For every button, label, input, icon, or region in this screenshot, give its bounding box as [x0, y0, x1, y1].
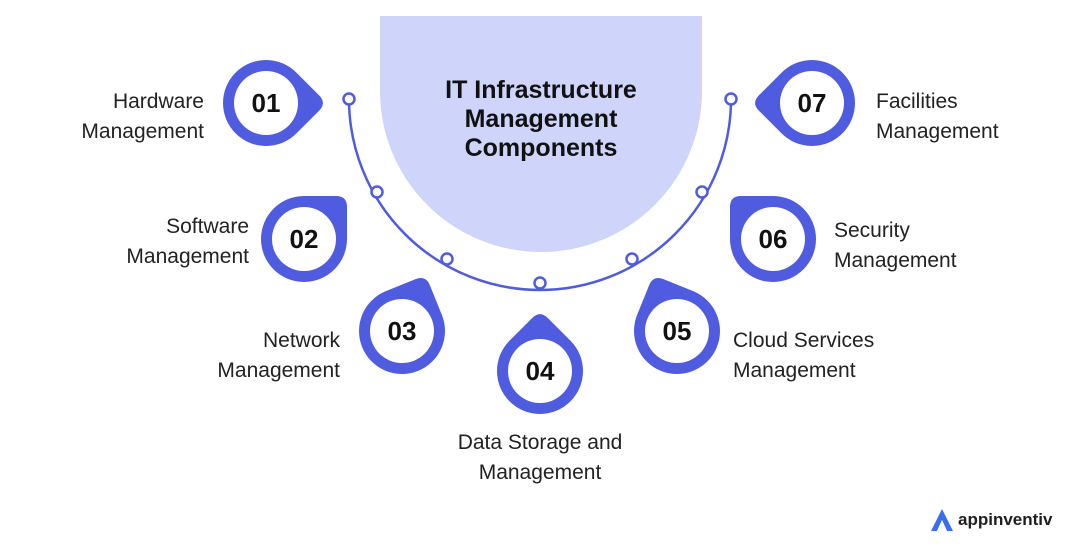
component-marker-05: 05 [631, 277, 723, 377]
component-number: 01 [251, 88, 281, 118]
pin-icon [359, 277, 445, 374]
brand-logo: appinventiv [930, 505, 1052, 535]
component-number: 05 [662, 316, 692, 346]
component-marker-01: 01 [220, 57, 323, 149]
component-number: 07 [797, 88, 827, 118]
arc-dot-4 [533, 276, 547, 290]
component-number: 03 [387, 316, 417, 346]
title-line-1: IT Infrastructure [445, 76, 637, 104]
pin-icon [634, 277, 720, 374]
component-number: 06 [758, 224, 788, 254]
component-label-03: Network Management [217, 329, 340, 382]
appinventiv-logo-icon [931, 509, 953, 531]
pin-icon [755, 60, 855, 146]
component-label-04: Data Storage and Management [457, 431, 623, 484]
arc-dot-2 [370, 185, 384, 199]
logo-text: appinventiv [958, 510, 1053, 529]
pin-icon [223, 60, 323, 146]
title-line-2: Management [464, 105, 618, 133]
component-marker-07: 07 [755, 57, 858, 149]
component-marker-04: 04 [494, 314, 586, 417]
component-label-02: Software Management [126, 215, 249, 268]
pin-icon [261, 196, 347, 282]
title-line-3: Components [464, 134, 618, 162]
arc-line [347, 98, 733, 292]
arc-dot-1 [342, 92, 356, 106]
component-number: 02 [289, 224, 319, 254]
component-marker-06: 06 [727, 193, 819, 285]
component-marker-02: 02 [258, 193, 350, 285]
component-number: 04 [525, 356, 555, 386]
component-label-06: Security Management [834, 219, 957, 272]
pin-icon [497, 314, 583, 414]
component-marker-03: 03 [356, 277, 448, 377]
diagram-title: IT Infrastructure Management Components [380, 76, 702, 163]
arc-dot-5 [625, 252, 639, 266]
component-label-05: Cloud Services Management [733, 329, 875, 382]
arc-dot-7 [724, 92, 738, 106]
pin-icon [730, 196, 816, 282]
arc-dot-6 [695, 185, 709, 199]
arc-dot-3 [440, 252, 454, 266]
component-label-07: Facilities Management [876, 90, 999, 143]
component-label-01: Hardware Management [81, 90, 204, 143]
